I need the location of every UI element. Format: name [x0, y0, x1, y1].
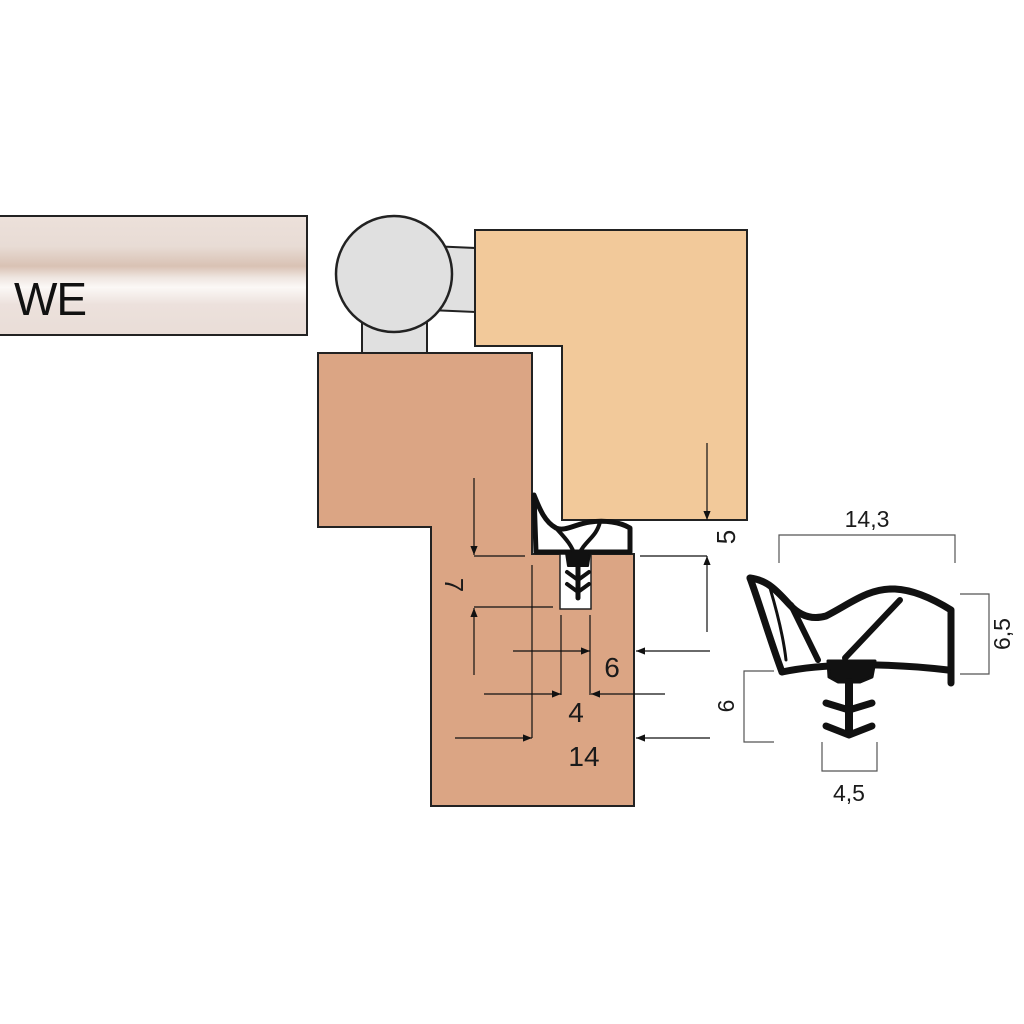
dim-rebate-depth: 7 [439, 578, 469, 592]
seal-profile [746, 574, 955, 739]
dim-gap: 5 [711, 530, 741, 544]
dim-groove-depth: 6 [604, 652, 620, 683]
dim-groove-offset: 14 [568, 741, 599, 772]
profile-dimensions [743, 534, 990, 772]
door-leaf [474, 229, 748, 521]
dim-profile-width: 14,3 [845, 506, 890, 532]
dim-groove-width: 4 [568, 697, 584, 728]
dim-foot-height: 6 [713, 700, 739, 713]
color-code-label: WE [14, 273, 87, 325]
installed-seal [531, 492, 633, 601]
dim-profile-height: 6,5 [989, 618, 1015, 650]
hinge [334, 214, 476, 357]
dim-foot-width: 4,5 [833, 780, 865, 806]
color-swatch: WE [0, 215, 308, 336]
installation-dimensions [455, 443, 711, 742]
